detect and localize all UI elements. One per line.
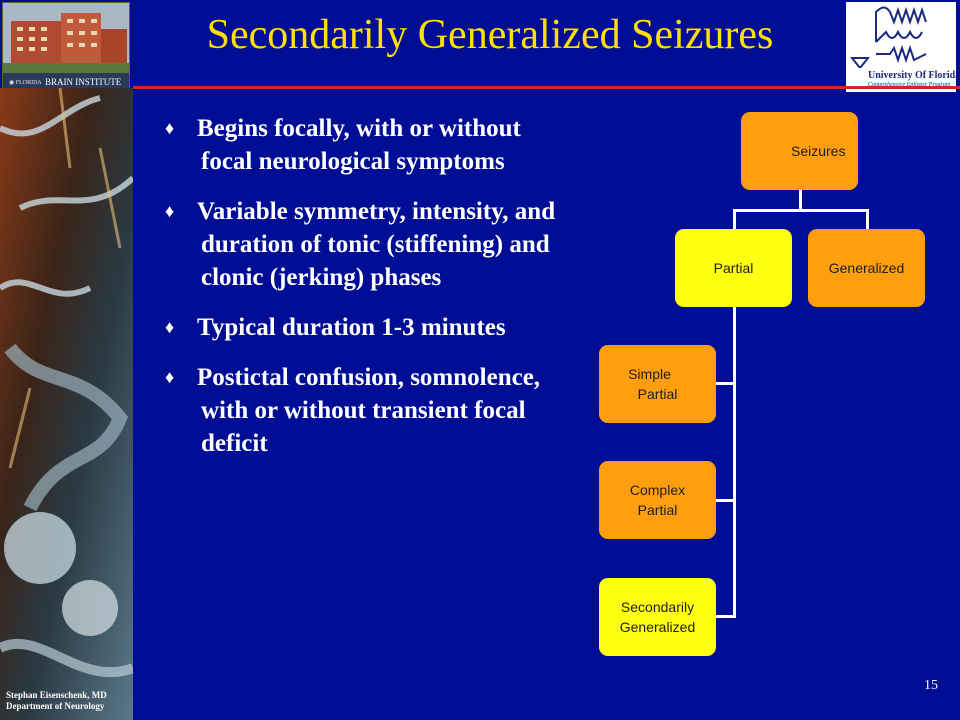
connector-partial-spine	[733, 306, 736, 618]
node-seizures: Seizures	[741, 112, 858, 190]
node-complex-partial: Complex Partial	[599, 461, 716, 539]
title-divider	[133, 86, 960, 89]
node-complex-partial-line2: Partial	[637, 502, 678, 518]
connector-to-complex	[715, 499, 736, 502]
connector-to-secondary	[715, 615, 736, 618]
bullet-text: Postictal confusion, somnolence, with or…	[197, 364, 541, 457]
node-secondary-line2: Generalized	[619, 619, 696, 635]
node-complex-partial-line1: Complex	[629, 482, 686, 498]
building-image: ◉ FLORIDA BRAIN INSTITUTE	[3, 3, 129, 89]
node-secondary-line1: Secondarily	[620, 599, 695, 615]
connector-horizontal-top	[733, 209, 869, 212]
svg-text:◉ FLORIDA: ◉ FLORIDA	[9, 80, 42, 86]
connector-to-simple	[715, 382, 736, 385]
bullet-item: ♦ Begins focally, with or without focal …	[165, 112, 565, 178]
node-seizures-label: Seizures	[791, 143, 846, 159]
diamond-bullet-icon: ♦	[165, 317, 175, 337]
bullet-text: Begins focally, with or without focal ne…	[197, 115, 521, 175]
node-secondarily-generalized: Secondarily Generalized	[599, 578, 716, 656]
diamond-bullet-icon: ♦	[165, 367, 175, 387]
neuron-artwork	[0, 88, 133, 720]
bullet-item: ♦ Typical duration 1-3 minutes	[165, 311, 565, 344]
page-number: 15	[924, 678, 938, 693]
bullet-text: Variable symmetry, intensity, and durati…	[197, 198, 556, 291]
uf-epilepsy-logo: University Of Florida Comprehensive Epil…	[846, 2, 956, 92]
node-generalized-label: Generalized	[828, 260, 905, 276]
bullet-text: Typical duration 1-3 minutes	[197, 314, 506, 341]
connector-to-generalized	[866, 209, 869, 229]
uf-logo-title: University Of Florida	[868, 70, 956, 81]
node-simple-partial-line2: Partial	[637, 386, 678, 402]
bullet-list: ♦ Begins focally, with or without focal …	[165, 112, 565, 477]
node-simple-partial: Simple Partial	[599, 345, 716, 423]
diamond-bullet-icon: ♦	[165, 201, 175, 221]
node-generalized: Generalized	[808, 229, 925, 307]
node-partial: Partial	[675, 229, 792, 307]
diamond-bullet-icon: ♦	[165, 118, 175, 138]
node-partial-label: Partial	[713, 260, 754, 276]
bullet-item: ♦ Variable symmetry, intensity, and dura…	[165, 195, 565, 294]
connector-root-down	[799, 190, 802, 212]
slide-title: Secondarily Generalized Seizures	[206, 12, 774, 58]
connector-to-partial	[733, 209, 736, 229]
footer-credit: Stephan Eisenschenk, MD Department of Ne…	[6, 690, 136, 712]
bullet-item: ♦ Postictal confusion, somnolence, with …	[165, 361, 565, 460]
footer-department: Department of Neurology	[6, 701, 105, 711]
node-simple-partial-line1: Simple	[628, 366, 671, 382]
brain-institute-logo: ◉ FLORIDA BRAIN INSTITUTE	[2, 2, 130, 90]
svg-text:BRAIN INSTITUTE: BRAIN INSTITUTE	[45, 77, 122, 87]
eeg-wave-icon	[849, 6, 927, 70]
footer-author: Stephan Eisenschenk, MD	[6, 690, 107, 700]
uf-logo-subtitle: Comprehensive Epilepsy Program	[868, 82, 951, 88]
